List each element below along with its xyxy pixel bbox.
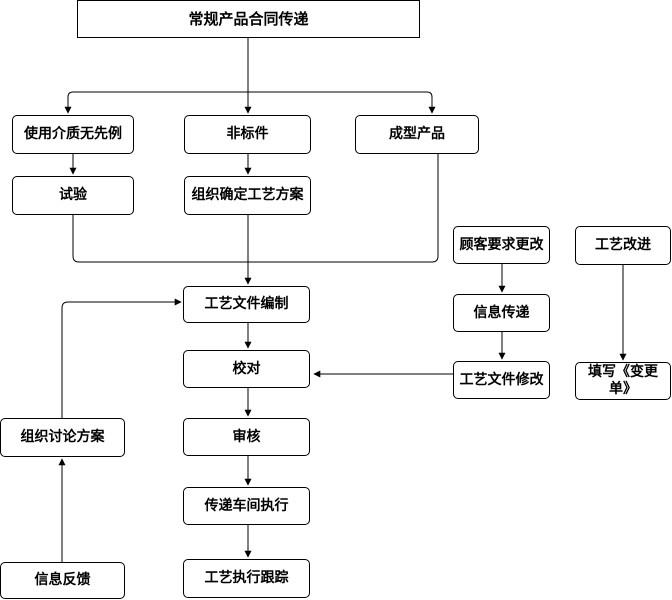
- node-non-standard: 非标件: [184, 115, 311, 154]
- node-track: 工艺执行跟踪: [183, 559, 310, 598]
- node-discuss-plan: 组织讨论方案: [0, 418, 125, 457]
- node-change-form: 填写《变更单》: [575, 362, 671, 400]
- node-formed-product: 成型产品: [355, 115, 479, 154]
- node-info-transfer: 信息传递: [453, 294, 550, 332]
- node-feedback: 信息反馈: [0, 562, 125, 599]
- node-doc-modify: 工艺文件修改: [453, 361, 550, 399]
- edge-to-formed-product: [248, 91, 436, 114]
- node-title: 常规产品合同传递: [77, 0, 420, 38]
- node-trial: 试验: [12, 176, 134, 215]
- edge-to-new-medium: [64, 91, 248, 114]
- node-new-medium: 使用介质无先例: [12, 115, 134, 154]
- node-customer-change: 顾客要求更改: [453, 226, 550, 264]
- node-improve: 工艺改进: [575, 226, 671, 265]
- node-proofread: 校对: [183, 350, 310, 388]
- node-transfer-exec: 传递车间执行: [183, 487, 310, 525]
- node-review: 审核: [183, 418, 310, 456]
- edge-discuss-to-compile: [61, 298, 182, 418]
- edge-trial-merge: [72, 154, 439, 263]
- node-process-compile: 工艺文件编制: [183, 286, 310, 323]
- node-confirm-plan: 组织确定工艺方案: [184, 176, 311, 215]
